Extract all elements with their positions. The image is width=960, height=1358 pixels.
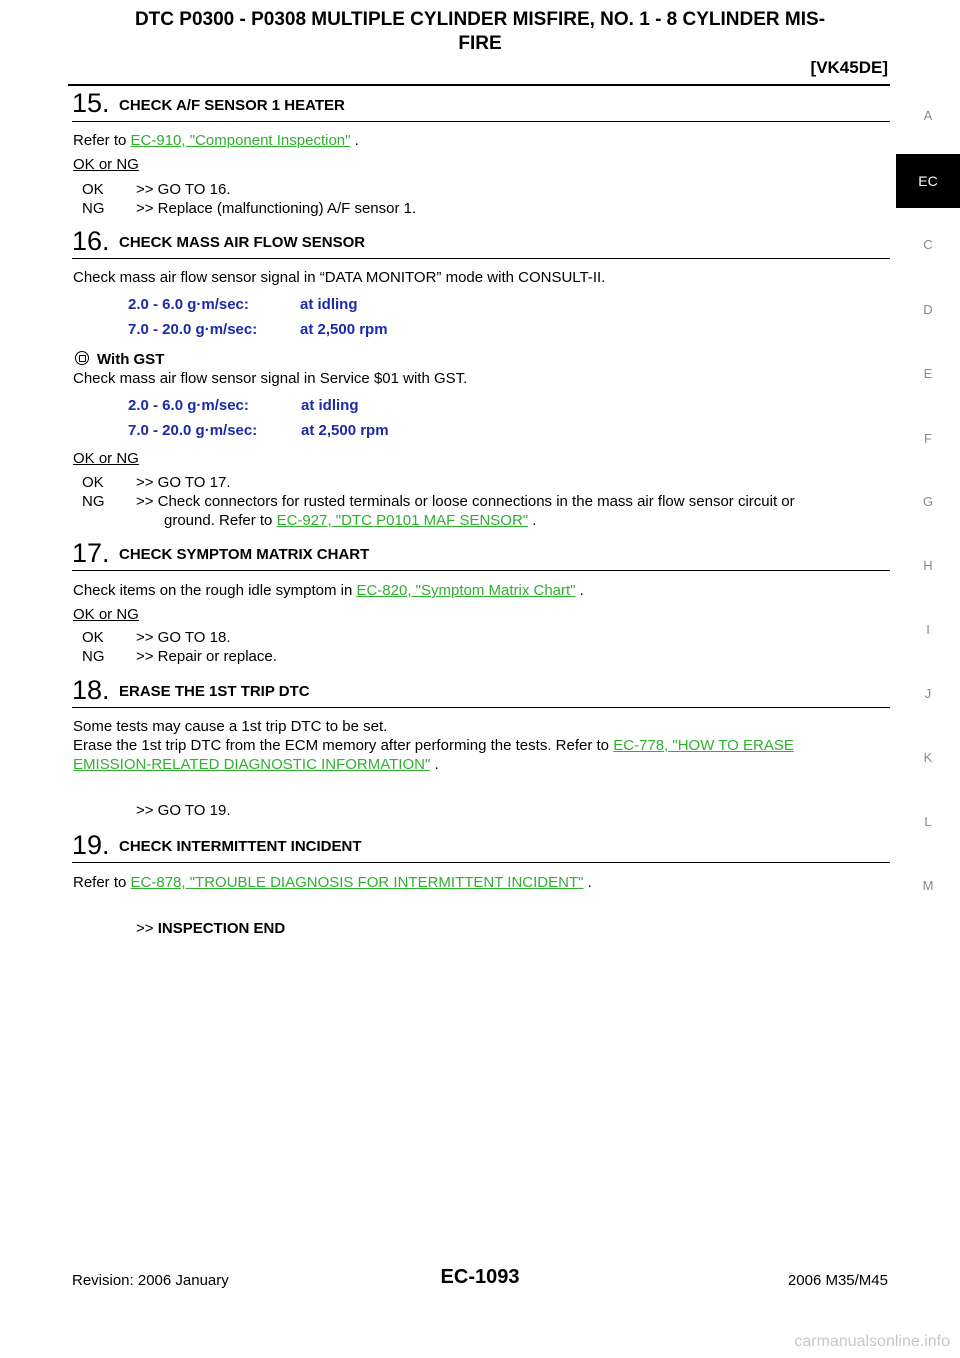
step-18-number: 18. xyxy=(72,675,110,705)
step-17-ng-label: NG xyxy=(82,648,105,665)
step-15-ok-action: >> GO TO 16. xyxy=(136,181,231,198)
step-17-number: 17. xyxy=(72,538,110,568)
step-16-number: 16. xyxy=(72,226,110,256)
step-18-line-1: Some tests may cause a 1st trip DTC to b… xyxy=(73,718,388,735)
index-letter-ec-active[interactable]: EC xyxy=(896,154,960,208)
step-15-ng-action: >> Replace (malfunctioning) A/F sensor 1… xyxy=(136,200,417,217)
link-how-to-erase-part-2[interactable]: EMISSION-RELATED DIAGNOSTIC INFORMATION" xyxy=(73,756,431,773)
gst-text: Check mass air flow sensor signal in Ser… xyxy=(73,370,468,387)
spec-maf-2500-value: 7.0 - 20.0 g·m/sec: xyxy=(128,321,258,338)
header-divider xyxy=(68,84,890,86)
step-17-ok-label: OK xyxy=(82,629,104,646)
watermark: carmanualsonline.info xyxy=(794,1333,950,1350)
index-letter-g[interactable]: G xyxy=(922,494,934,509)
link-component-inspection[interactable]: EC-910, "Component Inspection" xyxy=(130,132,351,149)
spec-gst-idle-condition: at idling xyxy=(301,397,359,414)
step-19-reference: Refer to EC-878, "TROUBLE DIAGNOSIS FOR … xyxy=(73,874,592,891)
footer-page-number: EC-1093 xyxy=(440,1266,520,1288)
step-16-ng-label: NG xyxy=(82,493,105,510)
step-15-ok-ng: OK or NG xyxy=(73,156,139,173)
link-how-to-erase-part-1[interactable]: EC-778, "HOW TO ERASE xyxy=(613,737,794,754)
step-19-number: 19. xyxy=(72,830,110,860)
spec-maf-2500-condition: at 2,500 rpm xyxy=(300,321,388,338)
step-16-ng-action: >> Check connectors for rusted terminals… xyxy=(136,493,795,510)
index-letter-l[interactable]: L xyxy=(924,814,932,829)
spec-gst-2500-condition: at 2,500 rpm xyxy=(301,422,389,439)
gst-tool-icon xyxy=(75,351,89,365)
step-19-title: CHECK INTERMITTENT INCIDENT xyxy=(119,838,362,855)
step-16-text: Check mass air flow sensor signal in “DA… xyxy=(73,269,606,286)
step-15-title: CHECK A/F SENSOR 1 HEATER xyxy=(119,97,345,114)
step-15-ng-label: NG xyxy=(82,200,105,217)
step-18-action: >> GO TO 19. xyxy=(136,802,231,819)
link-symptom-matrix-chart[interactable]: EC-820, "Symptom Matrix Chart" xyxy=(356,582,576,599)
step-15-reference: Refer to EC-910, "Component Inspection" … xyxy=(73,132,359,149)
section-index-sidebar: A EC C D E F G H I J K L M xyxy=(896,0,960,900)
index-letter-a[interactable]: A xyxy=(923,108,933,123)
step-18-line-3: EMISSION-RELATED DIAGNOSTIC INFORMATION"… xyxy=(73,756,439,773)
index-letter-d[interactable]: D xyxy=(923,302,933,317)
step-18-divider xyxy=(72,707,890,708)
step-16-divider xyxy=(72,258,890,259)
step-17-ok-ng: OK or NG xyxy=(73,606,139,623)
step-16-title: CHECK MASS AIR FLOW SENSOR xyxy=(119,234,366,251)
step-17-ng-action: >> Repair or replace. xyxy=(136,648,277,665)
index-letter-c[interactable]: C xyxy=(923,237,933,252)
step-17-ok-action: >> GO TO 18. xyxy=(136,629,231,646)
step-16-ok-label: OK xyxy=(82,474,104,491)
link-dtc-p0101-maf-sensor[interactable]: EC-927, "DTC P0101 MAF SENSOR" xyxy=(276,512,529,529)
page-title: DTC P0300 - P0308 MULTIPLE CYLINDER MISF… xyxy=(60,8,900,56)
step-18-title: ERASE THE 1ST TRIP DTC xyxy=(119,683,310,700)
step-19-divider xyxy=(72,862,890,863)
step-15-number: 15. xyxy=(72,88,110,118)
title-line-2: FIRE xyxy=(458,33,502,54)
footer-revision: Revision: 2006 January xyxy=(72,1272,229,1289)
index-letter-i[interactable]: I xyxy=(926,622,930,637)
step-15-divider xyxy=(72,121,890,122)
step-16-ok-action: >> GO TO 17. xyxy=(136,474,231,491)
step-17-text: Check items on the rough idle symptom in… xyxy=(73,582,584,599)
spec-maf-idle-value: 2.0 - 6.0 g·m/sec: xyxy=(128,296,249,313)
index-letter-k[interactable]: K xyxy=(923,750,933,765)
spec-gst-idle-value: 2.0 - 6.0 g·m/sec: xyxy=(128,397,249,414)
index-letter-j[interactable]: J xyxy=(924,686,932,701)
title-line-1: DTC P0300 - P0308 MULTIPLE CYLINDER MISF… xyxy=(134,9,826,30)
footer-model: 2006 M35/M45 xyxy=(787,1272,888,1289)
step-17-title: CHECK SYMPTOM MATRIX CHART xyxy=(119,546,370,563)
gst-heading: With GST xyxy=(97,351,165,368)
engine-model: [VK45DE] xyxy=(810,58,888,77)
step-16-ok-ng: OK or NG xyxy=(73,450,139,467)
index-letter-e[interactable]: E xyxy=(923,366,933,381)
index-letter-m[interactable]: M xyxy=(922,878,934,893)
link-intermittent-incident[interactable]: EC-878, "TROUBLE DIAGNOSIS FOR INTERMITT… xyxy=(130,874,584,891)
spec-gst-2500-value: 7.0 - 20.0 g·m/sec: xyxy=(128,422,258,439)
step-19-action: >> INSPECTION END xyxy=(136,920,286,937)
step-18-line-2: Erase the 1st trip DTC from the ECM memo… xyxy=(73,737,794,754)
step-15-ok-label: OK xyxy=(82,181,104,198)
index-letter-h[interactable]: H xyxy=(923,558,933,573)
spec-maf-idle-condition: at idling xyxy=(300,296,358,313)
index-letter-f[interactable]: F xyxy=(924,431,932,446)
step-17-divider xyxy=(72,570,890,571)
inspection-end: INSPECTION END xyxy=(157,920,286,937)
step-16-ng-continuation: ground. Refer to EC-927, "DTC P0101 MAF … xyxy=(164,512,537,529)
